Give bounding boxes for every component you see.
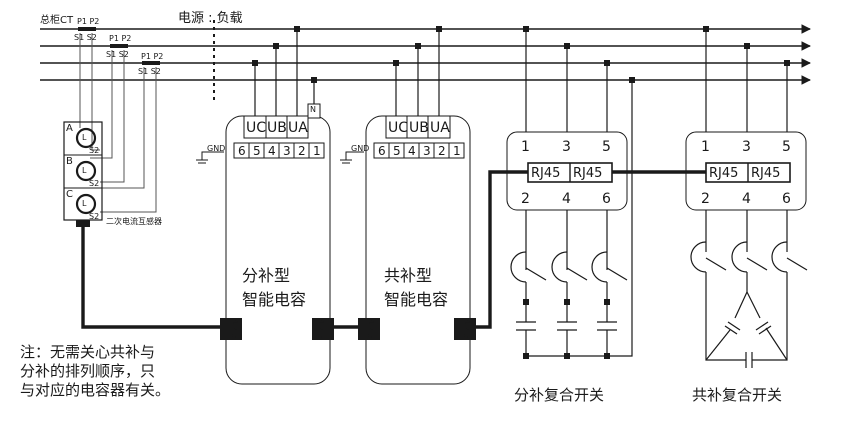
switch2-bottom-2: 2 (701, 191, 710, 207)
gnd-label-2: GND (351, 144, 370, 153)
switch1-caption: 分补复合开关 (514, 386, 605, 404)
box2-junction-dots (393, 26, 442, 66)
gnd-symbol-2 (340, 151, 364, 164)
box1-term-ub: UB (267, 120, 287, 136)
switch1-bottom-4: 4 (562, 191, 571, 207)
n-terminal-label: N (310, 105, 316, 114)
box2-num-2: 2 (438, 144, 446, 158)
ct1-secondary-label: S1 S2 (74, 33, 97, 42)
ct2-primary-label: P1 P2 (109, 34, 132, 43)
switch2-rj45-2: RJ45 (751, 166, 781, 181)
switch1-top-5: 5 (602, 139, 611, 155)
box1-num-2: 2 (298, 144, 306, 158)
box1-num-4: 4 (268, 144, 276, 158)
capacitor-box-1 (220, 103, 334, 385)
box2-term-ub: UB (409, 120, 429, 136)
box1-term-ua: UA (288, 120, 308, 136)
ct-main-label: 总柜CT (40, 15, 74, 26)
box1-junction-dots (252, 26, 317, 83)
sensor-a-l: L (82, 133, 87, 142)
sensor-c-l: L (82, 199, 87, 208)
box1-term-uc: UC (246, 120, 267, 136)
switch1-bottom-6: 6 (602, 191, 611, 207)
bus-lines (40, 24, 811, 85)
note-line-3: 与对应的电容器有关。 (20, 381, 171, 399)
box2-num-4: 4 (408, 144, 416, 158)
ct3-primary-label: P1 P2 (141, 52, 164, 61)
ct2-secondary-label: S1 S2 (106, 50, 129, 59)
switch1-dots (523, 26, 635, 359)
sensor-a-s2: S2 (89, 146, 100, 155)
comm-cable (81, 170, 706, 329)
box2-voltage-taps (395, 29, 440, 116)
ct1-primary-label: P1 P2 (77, 17, 100, 26)
box2-rj45-left: RJ45 (364, 318, 375, 339)
gnd-symbol-1 (196, 151, 224, 164)
box2-term-uc: UC (388, 120, 409, 136)
switch2-bottom-4: 4 (742, 191, 751, 207)
sensor-box (63, 121, 103, 227)
secondary-ct-label: 二次电流互感器 (106, 217, 162, 226)
ct3-secondary-label: S1 S2 (138, 67, 161, 76)
box1-rj45-left: RJ45 (228, 318, 239, 339)
box2-term-ua: UA (430, 120, 450, 136)
ct-bars (78, 27, 160, 65)
note-line-2: 分补的排列顺序，只 (20, 362, 156, 380)
sensor-b-label: B (66, 156, 73, 167)
box2-num-1: 1 (453, 144, 461, 158)
note-line-1: 注：无需关心共补与 (20, 343, 156, 361)
switch2-caption: 共补复合开关 (692, 386, 783, 404)
capacitor-box-2 (358, 115, 476, 385)
box1-num-3: 3 (283, 144, 291, 158)
switch1-bottom-2: 2 (521, 191, 530, 207)
switch2-top-3: 3 (742, 139, 751, 155)
switch1-rj45-1: RJ45 (531, 166, 561, 181)
switch1-top-1: 1 (521, 139, 530, 155)
box2-title-line2: 智能电容 (384, 290, 449, 309)
switch2-bottom-6: 6 (782, 191, 791, 207)
box1-title-line1: 分补型 (242, 266, 291, 285)
box1-num-6: 6 (238, 144, 246, 158)
switch2-top-1: 1 (701, 139, 710, 155)
box2-title-line1: 共补型 (384, 266, 433, 285)
switch1-wiring (510, 29, 633, 357)
sensor-b-l: L (82, 166, 87, 175)
box2-rj45-right: RJ45 (460, 318, 471, 339)
box2-num-3: 3 (423, 144, 431, 158)
switch2-rj45-1: RJ45 (709, 166, 739, 181)
switch2-dots (703, 26, 790, 66)
sensor-c-label: C (66, 189, 73, 200)
switch2-top-5: 5 (782, 139, 791, 155)
switch2-wiring (690, 29, 808, 368)
switch1-rj45-2: RJ45 (573, 166, 603, 181)
box2-num-6: 6 (378, 144, 386, 158)
note-text: 注：无需关心共补与 分补的排列顺序，只 与对应的电容器有关。 (20, 343, 220, 400)
source-load-label: 电源 : 负载 (178, 11, 243, 26)
box1-title-line2: 智能电容 (242, 290, 307, 309)
sensor-a-label: A (66, 123, 73, 134)
ct-secondary-wires (79, 33, 157, 213)
switch-2 (685, 131, 807, 211)
box1-num-1: 1 (313, 144, 321, 158)
box1-rj45-right: RJ45 (314, 318, 325, 339)
box1-voltage-taps (254, 29, 315, 116)
switch1-top-3: 3 (562, 139, 571, 155)
gnd-label-1: GND (207, 144, 226, 153)
sensor-b-s2: S2 (89, 179, 100, 188)
box2-num-5: 5 (393, 144, 401, 158)
sensor-c-s2: S2 (89, 212, 100, 221)
box1-num-5: 5 (253, 144, 261, 158)
